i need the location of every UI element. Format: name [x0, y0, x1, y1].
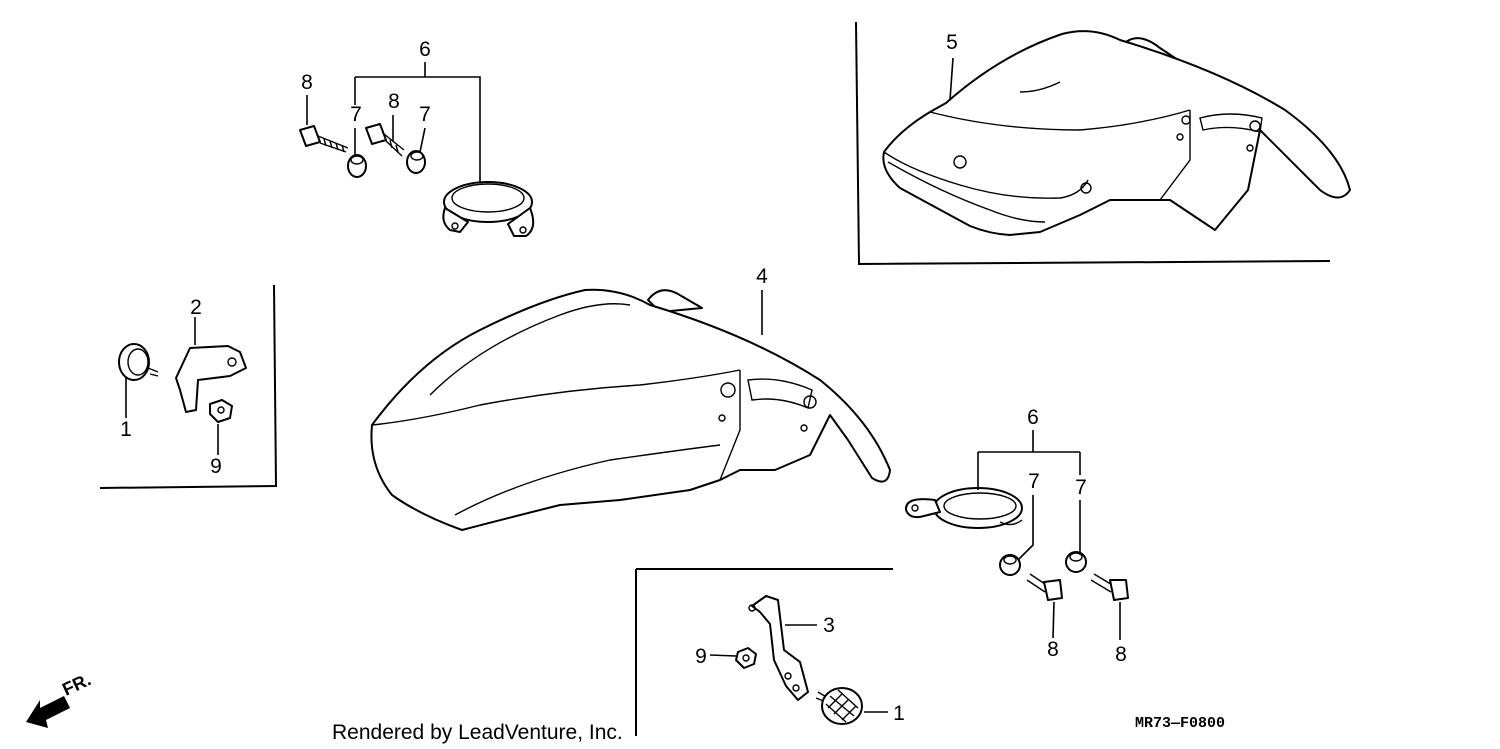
callout-8-right-a: 8	[1047, 638, 1059, 661]
callout-8-top-a: 8	[301, 71, 313, 94]
bolt-part-8-right-a[interactable]	[1026, 573, 1063, 601]
band-part-6-right[interactable]	[905, 487, 1023, 529]
collar-part-7-right-a[interactable]	[999, 554, 1021, 576]
bolt-part-8-top-b[interactable]	[365, 123, 405, 157]
front-arrow-icon	[26, 696, 70, 728]
callout-7-right-a: 7	[1028, 470, 1040, 493]
callout-4: 4	[756, 265, 768, 288]
grommet-part-1-left[interactable]	[118, 343, 159, 381]
callout-3: 3	[823, 614, 835, 637]
callout-1-left: 1	[120, 418, 132, 441]
collar-part-7-top-b[interactable]	[406, 150, 426, 174]
diagram-code: MR73—F0800	[1135, 715, 1225, 732]
callout-7-top-a: 7	[350, 103, 362, 126]
collar-part-7-top-a[interactable]	[347, 154, 367, 178]
callouts: 5 4 6 8 7 8 7 2 1 9 6 7 7 8 8 3 9 1	[120, 31, 1127, 725]
callout-8-right-b: 8	[1115, 643, 1127, 666]
callout-7-top-b: 7	[419, 103, 431, 126]
band-part-6-top[interactable]	[442, 181, 535, 237]
collar-part-7-right-b[interactable]	[1065, 551, 1087, 573]
callout-9-bottom: 9	[695, 645, 707, 668]
grommet-part-1-bottom[interactable]	[815, 687, 863, 725]
nut-part-9-bottom[interactable]	[735, 647, 757, 669]
callout-5: 5	[946, 31, 958, 54]
callout-2: 2	[190, 296, 202, 319]
callout-6-top: 6	[419, 38, 431, 61]
callout-1-bottom: 1	[893, 702, 905, 725]
frame-part-3	[635, 568, 893, 736]
frame-part-5	[855, 21, 1331, 266]
nut-part-9-left[interactable]	[209, 399, 233, 423]
bracket-part-2[interactable]	[175, 345, 247, 413]
callout-8-top-b: 8	[388, 90, 400, 113]
callout-6-right: 6	[1027, 406, 1039, 429]
bolt-part-8-right-b[interactable]	[1090, 573, 1129, 601]
callout-7-right-b: 7	[1075, 476, 1087, 499]
front-direction-label: FR.	[59, 669, 94, 699]
front-fender-part-4[interactable]	[370, 288, 891, 531]
callout-9-left: 9	[210, 455, 222, 478]
bracket-part-3[interactable]	[748, 595, 809, 701]
frame-part-2	[99, 284, 278, 489]
front-direction-indicator: FR.	[26, 669, 94, 728]
fender-with-cover-part-5[interactable]	[882, 30, 1351, 236]
bolt-part-8-top-a[interactable]	[299, 125, 349, 153]
leader-lines	[125, 57, 1121, 713]
credit-text: Rendered by LeadVenture, Inc.	[332, 721, 623, 744]
